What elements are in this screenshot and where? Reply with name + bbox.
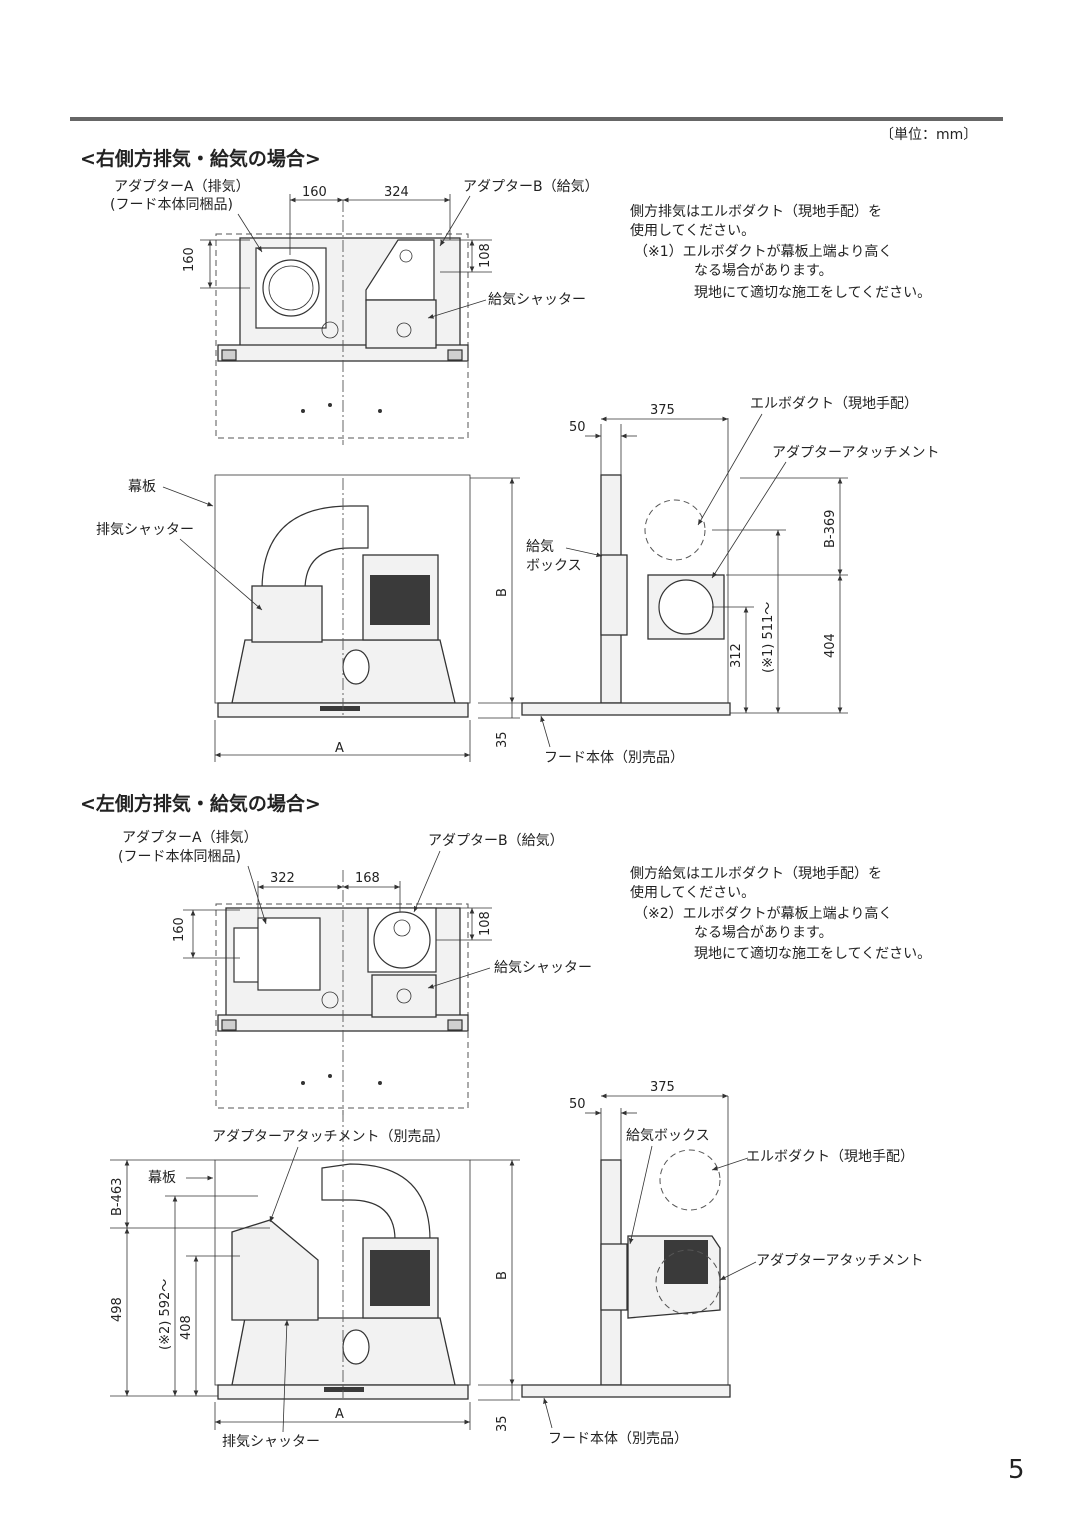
label-supply-box-sub-right: ボックス — [526, 558, 582, 574]
dim-160-right: 160 — [302, 185, 327, 200]
front-view-left — [214, 1110, 471, 1400]
label-adapter-a-sub-right: (フード本体同梱品) — [110, 197, 233, 213]
side-view-right — [521, 418, 731, 716]
dim-A-right: A — [335, 741, 344, 756]
svg-text:側方排気はエルボダクト（現地手配）を: 側方排気はエルボダクト（現地手配）を — [630, 204, 882, 220]
dim-312-right: 312 — [729, 643, 744, 668]
dim-375-right: 375 — [650, 403, 675, 418]
dim-B463-left: B-463 — [110, 1178, 125, 1216]
adapter-a-exhaust-left — [257, 917, 321, 991]
label-adapter-a-left: アダプターA（排気） — [122, 830, 258, 846]
dim-108-right: 108 — [478, 243, 493, 268]
section-title-right: <右側方排気・給気の場合> — [80, 147, 321, 170]
supply-elbow-left — [321, 1163, 431, 1241]
label-adapter-a-sub-left: (フード本体同梱品) — [118, 849, 241, 865]
label-elbow-duct-right: エルボダクト（現地手配） — [750, 396, 918, 412]
label-hood-body-right: フード本体（別売品） — [544, 750, 684, 766]
label-supply-shutter-right: 給気シャッター — [488, 292, 586, 308]
svg-text:なる場合があります。: なる場合があります。 — [694, 925, 833, 941]
label-hood-body-left: フード本体（別売品） — [548, 1431, 688, 1447]
dim-322-left: 322 — [270, 871, 295, 886]
section-title-left: <左側方排気・給気の場合> — [80, 792, 321, 815]
label-supply-box-right: 給気 — [526, 539, 554, 555]
label-curtain-board-left: 幕板 — [148, 1170, 176, 1186]
dim-160-side-right: 160 — [182, 247, 197, 272]
label-supply-shutter-left: 給気シャッター — [494, 960, 592, 976]
label-supply-box-left: 給気ボックス — [626, 1128, 710, 1144]
dim-404-right: 404 — [823, 633, 838, 658]
dim-324-right: 324 — [384, 185, 409, 200]
dim-50-left: 50 — [569, 1097, 586, 1112]
dim-50-right: 50 — [569, 420, 586, 435]
svg-text:なる場合があります。: なる場合があります。 — [694, 263, 833, 279]
label-adapter-b-right: アダプターB（給気） — [463, 179, 599, 195]
dim-35-right: 35 — [495, 731, 510, 748]
notes-left: 側方給気はエルボダクト（現地手配）を 使用してください。 （※2）エルボダクトが… — [630, 866, 931, 962]
svg-text:使用してください。: 使用してください。 — [630, 222, 755, 239]
dim-375-left: 375 — [650, 1080, 675, 1095]
dim-168-left: 168 — [355, 871, 380, 886]
label-exhaust-shutter-right: 排気シャッター — [96, 522, 194, 538]
dim-B-right: B — [495, 588, 510, 597]
svg-text:現地にて適切な施工をしてください。: 現地にて適切な施工をしてください。 — [694, 945, 931, 962]
label-adapter-attachment-right: アダプターアタッチメント — [772, 445, 939, 461]
svg-text:使用してください。: 使用してください。 — [630, 884, 755, 901]
label-adapter-attachment-sold-left: アダプターアタッチメント（別売品） — [212, 1129, 449, 1145]
label-adapter-attachment-left: アダプターアタッチメント — [756, 1253, 923, 1269]
label-elbow-duct-left: エルボダクト（現地手配） — [746, 1149, 914, 1165]
dim-108-left: 108 — [478, 911, 493, 936]
exhaust-elbow-right — [261, 505, 369, 591]
dim-B369-right: B-369 — [823, 510, 838, 548]
adapter-b-supply-right — [365, 239, 435, 301]
label-adapter-a-right: アダプターA（排気） — [114, 179, 250, 195]
dim-B-left: B — [495, 1271, 510, 1280]
dim-592-left: (※2) 592～ — [158, 1279, 173, 1350]
svg-text:（※1）エルボダクトが幕板上端より高く: （※1）エルボダクトが幕板上端より高く — [634, 243, 892, 260]
top-view-left — [215, 870, 469, 1115]
front-view-right — [214, 474, 471, 718]
label-adapter-b-left: アダプターB（給気） — [428, 833, 564, 849]
unit-note: 〔単位：mm〕 — [880, 127, 977, 143]
side-view-left — [521, 1096, 731, 1398]
top-view-right — [215, 200, 469, 445]
dim-511-right: (※1) 511～ — [761, 602, 776, 673]
page-number: 5 — [1008, 1455, 1025, 1485]
dim-408-left: 408 — [179, 1315, 194, 1340]
svg-text:側方給気はエルボダクト（現地手配）を: 側方給気はエルボダクト（現地手配）を — [630, 866, 882, 882]
label-exhaust-shutter-left: 排気シャッター — [222, 1434, 320, 1450]
dim-A-left: A — [335, 1407, 344, 1422]
svg-text:（※2）エルボダクトが幕板上端より高く: （※2）エルボダクトが幕板上端より高く — [634, 905, 892, 922]
dim-498-left: 498 — [110, 1297, 125, 1322]
svg-text:現地にて適切な施工をしてください。: 現地にて適切な施工をしてください。 — [694, 284, 931, 301]
dim-35-left: 35 — [495, 1415, 510, 1432]
dim-160-side-left: 160 — [172, 917, 187, 942]
label-curtain-board-right: 幕板 — [128, 479, 156, 495]
notes-right: 側方排気はエルボダクト（現地手配）を 使用してください。 （※1）エルボダクトが… — [630, 204, 931, 301]
